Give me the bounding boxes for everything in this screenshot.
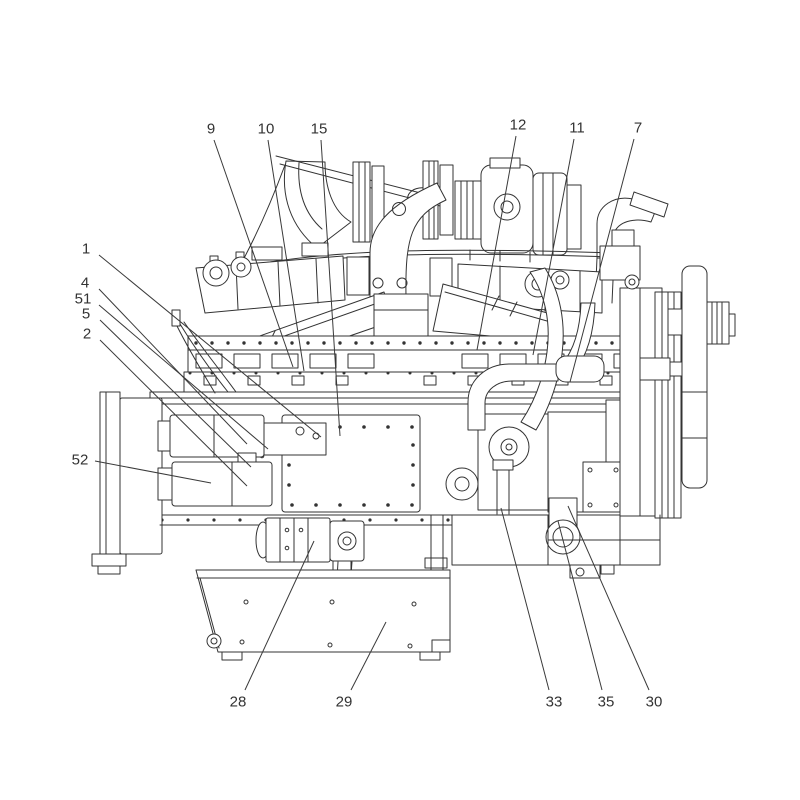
leader-line-35 — [557, 520, 603, 691]
leader-line-1 — [98, 254, 322, 438]
oil-pan-and-lube-pump — [159, 514, 661, 661]
callout-label-15: 15 — [311, 121, 328, 138]
callout-label-29: 29 — [336, 694, 353, 711]
callout-label-9: 9 — [207, 121, 215, 138]
leader-line-2 — [99, 339, 248, 487]
front-cover-and-fuel-pumps — [91, 309, 327, 575]
callout-label-33: 33 — [546, 694, 563, 711]
leader-line-29 — [350, 621, 387, 691]
callout-label-35: 35 — [598, 694, 615, 711]
leader-line-51 — [98, 304, 269, 450]
leader-line-5 — [99, 319, 252, 468]
leader-line-28 — [244, 540, 315, 691]
callout-label-7: 7 — [634, 120, 642, 137]
leader-line-12 — [476, 135, 517, 351]
engine-illustration — [91, 155, 736, 661]
callout-label-12: 12 — [510, 117, 527, 134]
leader-line-7 — [569, 138, 635, 383]
leader-line-10 — [267, 139, 305, 372]
callout-label-51: 51 — [75, 291, 92, 308]
callout-label-1: 1 — [82, 241, 90, 258]
leader-line-9 — [213, 139, 294, 368]
callout-label-28: 28 — [230, 694, 247, 711]
callout-label-4: 4 — [81, 275, 89, 292]
lifting-bracket — [369, 182, 447, 298]
flywheel-housing — [599, 229, 736, 519]
callout-label-30: 30 — [646, 694, 663, 711]
leader-line-4 — [98, 288, 248, 445]
callout-label-10: 10 — [258, 121, 275, 138]
leader-line-15 — [320, 139, 341, 437]
leader-line-11 — [532, 138, 575, 356]
leader-line-30 — [567, 505, 650, 691]
callout-label-5: 5 — [82, 306, 90, 323]
leader-line-33 — [500, 507, 550, 691]
callout-label-52: 52 — [72, 452, 89, 469]
leader-line-52 — [94, 460, 212, 484]
turbocharger — [352, 157, 582, 256]
callout-label-11: 11 — [569, 120, 585, 137]
callout-label-2: 2 — [83, 326, 91, 343]
